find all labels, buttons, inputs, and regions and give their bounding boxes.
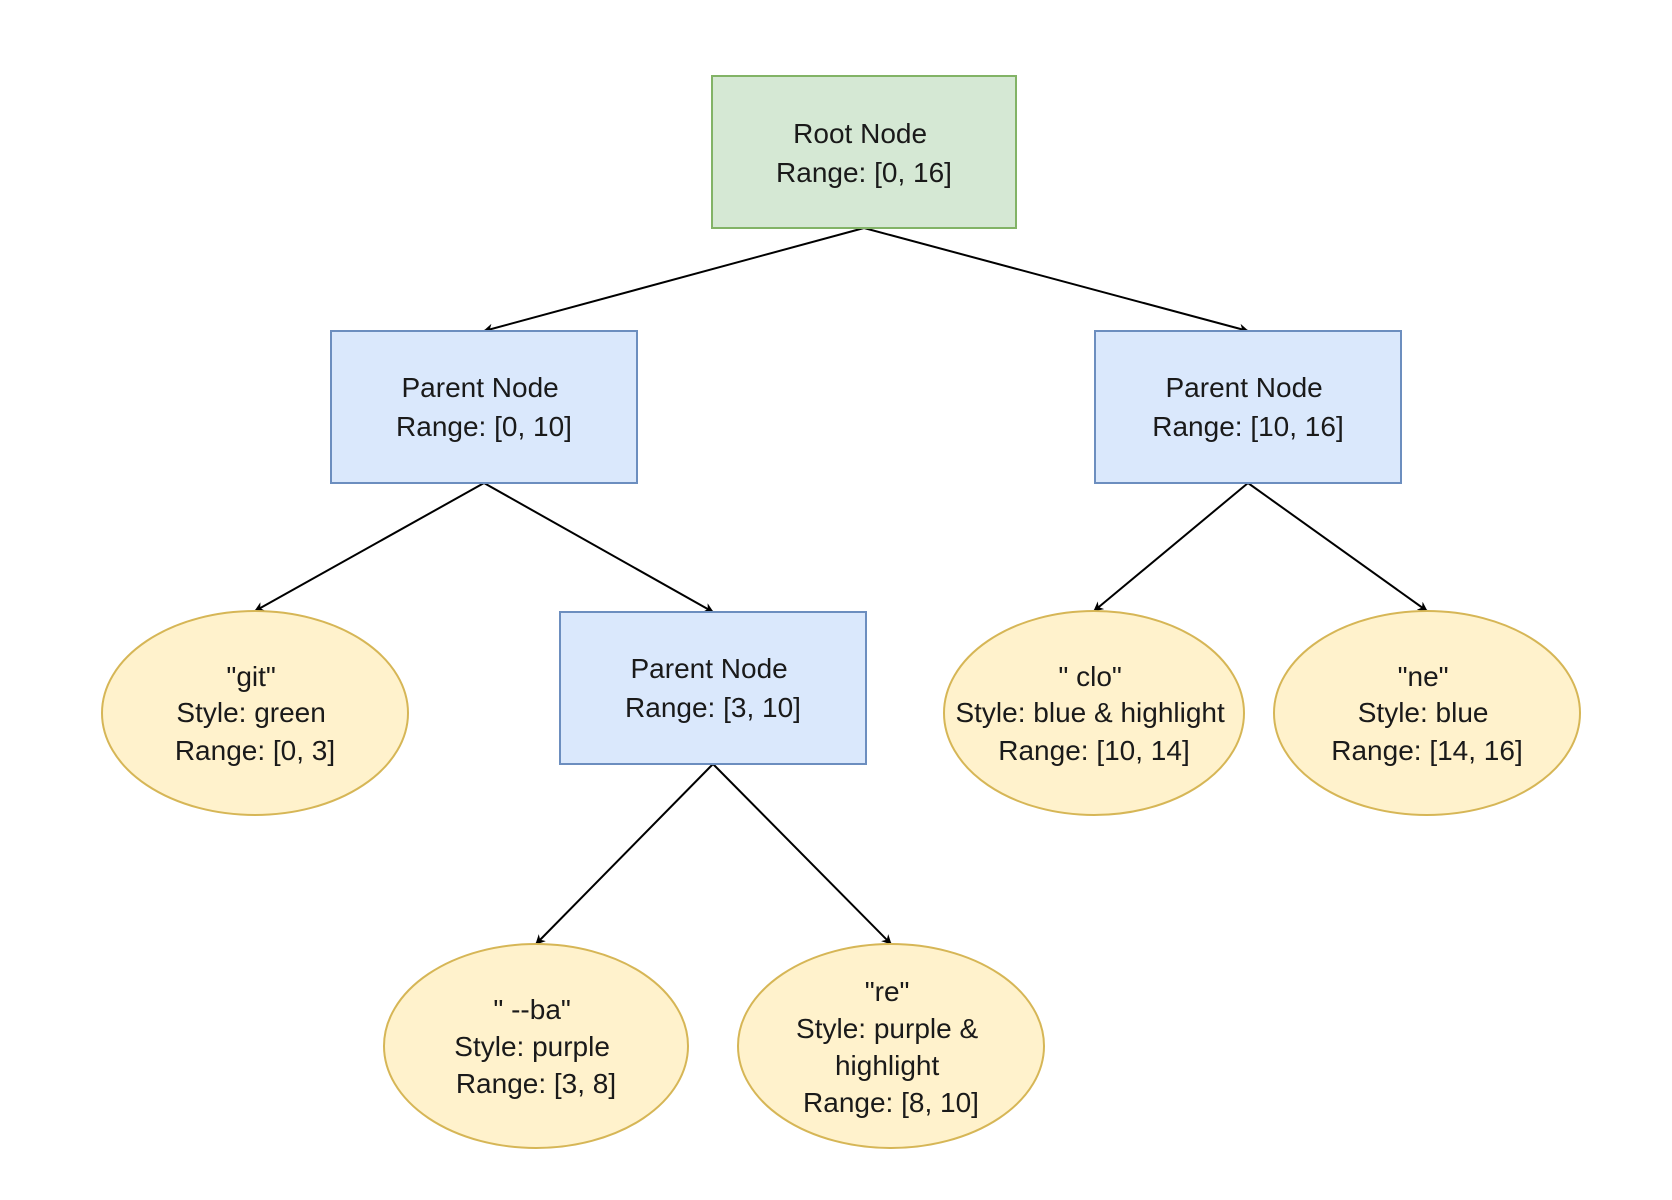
svg-text:Root Node Range: [0, 16]: Root Node Range: [0, 16] <box>776 118 952 188</box>
leaf-node-ne-ellipse <box>1273 610 1581 816</box>
leaf-node-ba-style: Style: purple <box>454 1031 610 1062</box>
leaf-node-git-text: "git" <box>226 661 275 692</box>
edge-arrow-root-to-parent-left <box>483 227 865 334</box>
parent-node-left-title: Parent Node <box>402 372 559 403</box>
parent-node-left: Parent Node Range: [0, 10] <box>330 330 638 484</box>
edge-arrow-parent-left-to-parent-mid <box>483 482 714 613</box>
leaf-node-re-ellipse <box>737 943 1045 1149</box>
leaf-node-git-range: Range: [0, 3] <box>175 735 335 766</box>
leaf-node-clo-range: Range: [10, 14] <box>998 735 1189 766</box>
leaf-node-re-style-cont: highlight <box>835 1050 940 1081</box>
leaf-node-re-text: "re" <box>865 976 910 1007</box>
edge-arrow-parent-left-to-leaf-git <box>254 482 485 612</box>
edge-layer <box>254 227 1428 945</box>
leaf-node-re: "re" Style: purple & highlight Range: [8… <box>737 943 1045 1149</box>
leaf-node-git-ellipse <box>101 610 409 816</box>
leaf-node-clo: " clo" Style: blue & highlight Range: [1… <box>943 610 1245 816</box>
leaf-node-clo-text: " clo" <box>1058 661 1121 692</box>
edge-arrow-parent-right-to-leaf-ne <box>1247 482 1428 612</box>
leaf-node-git: "git" Style: green Range: [0, 3] <box>101 610 409 816</box>
edge-arrow-parent-mid-to-leaf-ba <box>535 763 714 945</box>
parent-node-left-range: Range: [0, 10] <box>396 411 572 442</box>
leaf-node-ba-range: Range: [3, 8] <box>456 1068 616 1099</box>
parent-node-right-range: Range: [10, 16] <box>1152 411 1343 442</box>
svg-text:" clo" Style: blue & hig: " clo" Style: blue & highlight Range: [1… <box>955 661 1232 766</box>
leaf-node-ne-text: "ne" <box>1398 661 1449 692</box>
parent-node-right-title: Parent Node <box>1166 372 1323 403</box>
svg-text:Parent Node Range: [3, 1: Parent Node Range: [3, 10] <box>625 653 801 723</box>
svg-text:Parent Node Range: [0, 1: Parent Node Range: [0, 10] <box>396 372 572 442</box>
edge-arrow-parent-right-to-leaf-clo <box>1093 482 1249 612</box>
root-node: Root Node Range: [0, 16] <box>711 75 1017 229</box>
leaf-node-re-range: Range: [8, 10] <box>803 1087 979 1118</box>
svg-text:Parent Node Range: [10,: Parent Node Range: [10, 16] <box>1152 372 1343 442</box>
leaf-node-clo-style: Style: blue & highlight <box>955 697 1225 728</box>
svg-text:"ne" Style: blue R: "ne" Style: blue Range: [14, 16] <box>1331 661 1522 766</box>
leaf-node-ba-ellipse <box>383 943 689 1149</box>
leaf-node-ne: "ne" Style: blue Range: [14, 16] <box>1273 610 1581 816</box>
leaf-node-ne-style: Style: blue <box>1358 697 1489 728</box>
svg-text:" --ba" Style: purple: " --ba" Style: purple Range: [3, 8] <box>454 994 617 1099</box>
svg-text:"re" Style: purple &: "re" Style: purple & highlight Range: [8… <box>796 976 986 1118</box>
leaf-node-re-style: Style: purple & <box>796 1013 978 1044</box>
leaf-node-git-style: Style: green <box>176 697 325 728</box>
root-node-title: Root Node <box>793 118 927 149</box>
parent-node-left-box <box>330 330 638 484</box>
parent-node-mid: Parent Node Range: [3, 10] <box>559 611 867 765</box>
svg-text:"git" Style: green: "git" Style: green Range: [0, 3] <box>175 661 335 766</box>
parent-node-mid-range: Range: [3, 10] <box>625 692 801 723</box>
edge-arrow-parent-mid-to-leaf-re <box>712 763 892 945</box>
leaf-node-ba: " --ba" Style: purple Range: [3, 8] <box>383 943 689 1149</box>
parent-node-right: Parent Node Range: [10, 16] <box>1094 330 1402 484</box>
parent-node-right-box <box>1094 330 1402 484</box>
root-node-range: Range: [0, 16] <box>776 157 952 188</box>
leaf-node-ne-range: Range: [14, 16] <box>1331 735 1522 766</box>
leaf-node-clo-ellipse <box>943 610 1245 816</box>
root-node-box <box>711 75 1017 229</box>
parent-node-mid-box <box>559 611 867 765</box>
edge-arrow-root-to-parent-right <box>863 227 1249 334</box>
leaf-node-ba-text: " --ba" <box>493 994 570 1025</box>
parent-node-mid-title: Parent Node <box>631 653 788 684</box>
